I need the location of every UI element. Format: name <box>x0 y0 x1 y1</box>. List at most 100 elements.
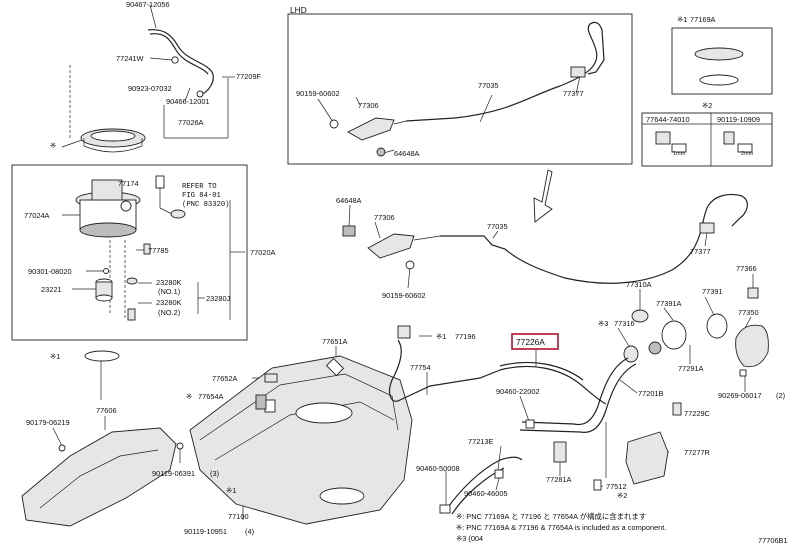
tank-protector-77606 <box>21 427 177 527</box>
cover-77654a <box>255 394 267 410</box>
label-77310a: 77310A <box>626 280 652 289</box>
lhd-bolt-90159-60602 <box>329 119 339 129</box>
label-lhd-90159-60602: 90159-60602 <box>296 89 340 98</box>
mark-asterisk-77654a: ※ <box>186 392 192 401</box>
small-label-2mm: 2mm <box>741 151 754 157</box>
label-90467-12056: 90467-12056 <box>126 0 170 9</box>
clamp-90460-50008 <box>439 504 451 514</box>
label-77377: 77377 <box>690 247 711 256</box>
mark-2-frame: ※2 <box>702 101 712 110</box>
gasket-frame <box>671 27 773 95</box>
lhd-clip-64648a <box>376 147 386 157</box>
label-fig-84-01: FIG 84-01 <box>182 192 221 200</box>
label-77196: 77196 <box>455 332 476 341</box>
label-77035: 77035 <box>487 222 508 231</box>
bolt-77512 <box>593 479 602 491</box>
label-77277r: 77277R <box>684 448 710 457</box>
label-77201b: 77201B <box>638 389 664 398</box>
pad-77652a <box>264 373 278 383</box>
label-77213e: 77213E <box>468 437 494 446</box>
hose-clamp-77241w <box>171 56 179 64</box>
clip-64648a <box>342 225 356 237</box>
part-labels: LHD 90467-12056 77241W 77209F 90923-0703… <box>24 0 785 536</box>
label-77169a: 77169A <box>690 15 716 24</box>
label-77306: 77306 <box>374 213 395 222</box>
label-77754: 77754 <box>410 363 431 372</box>
catalog-code: 77706B1 <box>758 536 788 545</box>
label-qty-3: (3) <box>210 469 219 478</box>
gasket-77391a <box>661 320 687 350</box>
filler-cap-77310a <box>631 309 649 323</box>
bolt-90119-06391 <box>176 442 184 450</box>
bolt-90179-06219 <box>58 444 66 452</box>
fuel-lid-77350 <box>735 324 769 368</box>
band-77651a <box>325 357 345 377</box>
label-23280j: 23280J <box>206 294 231 303</box>
label-77281a: 77281A <box>546 475 572 484</box>
footnote-en: ※: PNC 77169A & 77196 & 77654A is includ… <box>456 523 666 532</box>
label-90119-10909: 90119-10909 <box>717 115 760 124</box>
hose-77226a <box>499 365 607 405</box>
label-77391: 77391 <box>702 287 723 296</box>
label-77100: 77100 <box>228 512 249 521</box>
footnote-jp: ※: PNC 77169A と 77196 と 77654A が構成に含まれます <box>456 512 646 521</box>
bracket-77281a <box>553 441 567 463</box>
mark-1-77169a: ※1 <box>677 15 687 24</box>
bolt-90159-60602 <box>405 260 415 270</box>
label-77391a: 77391A <box>656 299 682 308</box>
label-77291a: 77291A <box>678 364 704 373</box>
label-90460-50008: 90460-50008 <box>416 464 460 473</box>
lhd-title: LHD <box>290 5 307 15</box>
mark-1-gasket: ※1 <box>50 352 60 361</box>
label-90119-06391: 90119-06391 <box>152 469 195 478</box>
label-77209f: 77209F <box>236 72 262 81</box>
clamp-90460-46005 <box>494 469 504 479</box>
label-77606: 77606 <box>96 406 117 415</box>
pump-assembly-frame <box>11 164 248 341</box>
label-90301-08020: 90301-08020 <box>28 267 72 276</box>
label-77241w: 77241W <box>116 54 144 63</box>
lhd-pointer-arrow <box>533 169 553 223</box>
label-no2: (NO.2) <box>158 308 180 317</box>
label-90119-10951: 90119-10951 <box>184 527 227 536</box>
label-no1: (NO.1) <box>158 287 180 296</box>
label-90179-06219: 90179-06219 <box>26 418 70 427</box>
gasket-77169a <box>694 47 744 61</box>
lever-77306 <box>367 233 441 259</box>
label-qty-2: (2) <box>776 391 785 400</box>
footnotes: ※: PNC 77169A と 77196 と 77654A が構成に含まれます… <box>456 512 666 543</box>
breather-hose-77754 <box>388 339 501 402</box>
label-77024a: 77024A <box>24 211 50 220</box>
fuel-pump-assembly-77024a <box>75 179 141 238</box>
filter-part-23280k-2 <box>127 308 136 321</box>
label-90923-07032: 90923-07032 <box>128 84 172 93</box>
fuel-line-77035 <box>440 193 748 284</box>
lhd-frame <box>287 13 633 165</box>
footnote-3: ※3 (004 <box>456 534 483 543</box>
small-label-1mm: 1mm <box>673 151 686 157</box>
fuel-filter-23221 <box>95 278 113 302</box>
fuel-tank-77100 <box>189 355 413 525</box>
label-77512: 77512 <box>606 482 627 491</box>
mark-labels: ※ ※1 ※2 ※3 ※1 ※1 ※ ※1 ※2 <box>50 15 712 500</box>
valve-77229c <box>672 402 682 416</box>
seal-77291a <box>648 341 662 355</box>
filler-pipe-77201b <box>519 363 637 433</box>
label-77226a: 77226A <box>516 337 545 347</box>
label-77316: 77316 <box>614 319 635 328</box>
label-qty-4: (4) <box>245 527 254 536</box>
clamp-77196 <box>397 325 411 339</box>
canister-77277r <box>625 431 669 485</box>
clamp-frame <box>641 112 773 167</box>
label-77785: 77785 <box>148 246 169 255</box>
selected-part-highlight <box>511 333 559 350</box>
label-77229c: 77229C <box>684 409 711 418</box>
gasket-77391 <box>706 313 728 339</box>
sensor-77785 <box>143 243 151 255</box>
label-90460-22002: 90460-22002 <box>496 387 540 396</box>
label-90466-12001: 90466-12001 <box>166 97 210 106</box>
fuel-sender-77174 <box>155 175 186 219</box>
mark-3-77316: ※3 <box>598 319 608 328</box>
